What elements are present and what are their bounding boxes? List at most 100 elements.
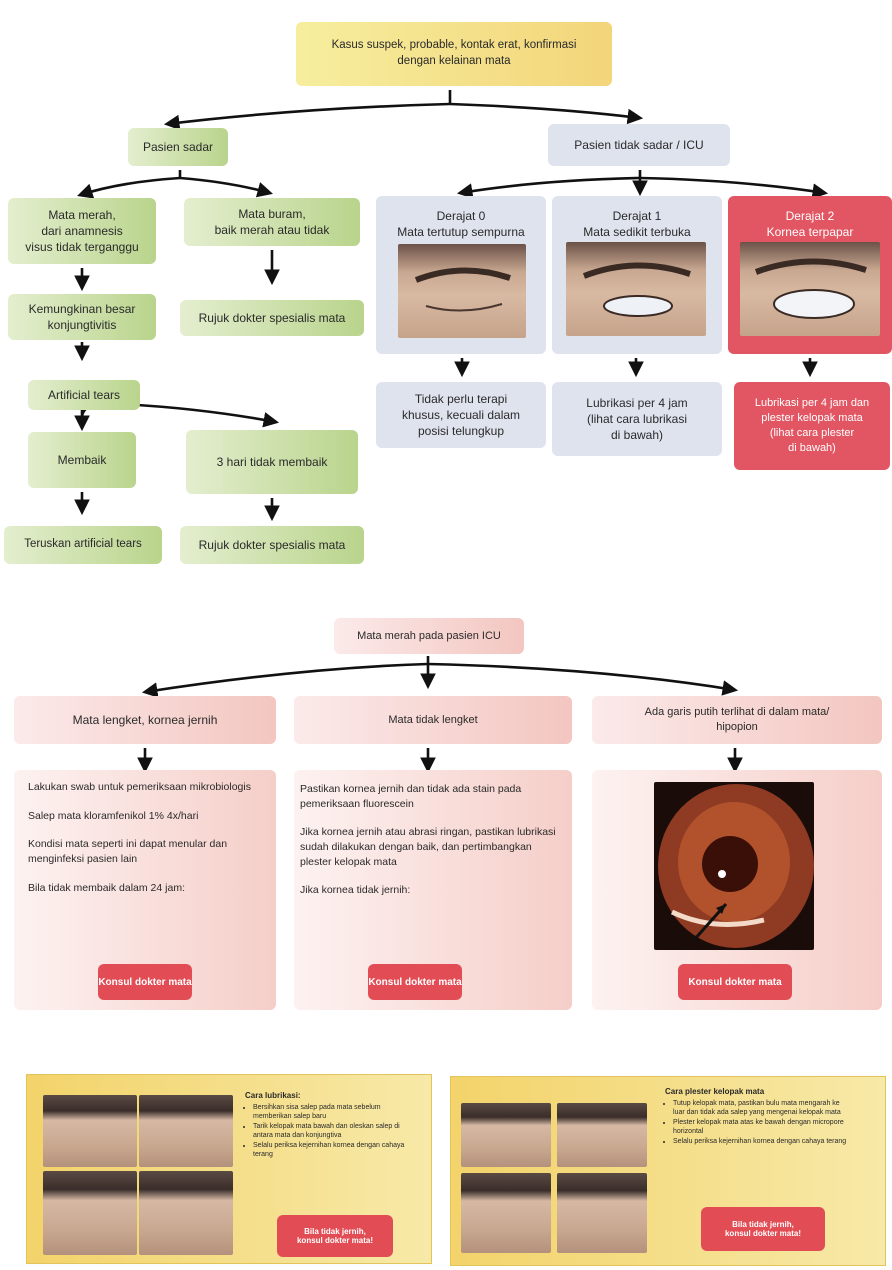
improve-box: Membaik [28,432,136,488]
lub-photo-2 [139,1095,233,1167]
action2-line-4: di bawah) [788,441,836,456]
action0-box: Tidak perlu terapi khusus, kecuali dalam… [376,382,546,448]
grade0-box: Derajat 0 Mata tertutup sempurna [376,196,546,354]
plaster-item-3: Selalu periksa kejernihan kornea dengan … [673,1137,849,1146]
unconscious-box: Pasien tidak sadar / ICU [548,124,730,166]
continue-tears-label: Teruskan artificial tears [24,537,142,553]
icu-col1-para-4: Bila tidak membaik dalam 24 jam: [28,881,260,896]
refer-specialist-box-2: Rujuk dokter spesialis mata [180,526,364,564]
improve-label: Membaik [58,452,107,468]
lub-warn-line-1: Bila tidak jernih, [304,1227,366,1236]
continue-tears-box: Teruskan artificial tears [4,526,162,564]
icu-header-label: Mata merah pada pasien ICU [357,629,501,644]
icu-col2-title: Mata tidak lengket [388,713,477,728]
plaster-photo-4 [557,1173,647,1253]
consult-button-3[interactable]: Konsul dokter mata [678,964,792,1000]
icu-col1-text: Lakukan swab untuk pemeriksaan mikrobiol… [28,780,260,909]
plaster-list: Tutup kelopak mata, pastikan bulu mata m… [665,1099,849,1146]
blurry-box: Mata buram, baik merah atau tidak [184,198,360,246]
artificial-tears-label: Artificial tears [48,387,120,403]
icu-col2-para-2: Jika kornea jernih atau abrasi ringan, p… [300,825,562,869]
plaster-item-1: Tutup kelopak mata, pastikan bulu mata m… [673,1099,849,1118]
icu-col3-title-box: Ada garis putih terlihat di dalam mata/ … [592,696,882,744]
lubrication-panel: Cara lubrikasi: Bersihkan sisa salep pad… [26,1074,432,1264]
plaster-warn-line-2: konsul dokter mata! [725,1229,801,1238]
closed-eye-icon [398,244,526,338]
lub-item-2: Tarik kelopak mata bawah dan oleskan sal… [253,1122,413,1141]
lub-item-3: Selalu periksa kejernihan kornea dengan … [253,1141,413,1160]
blurry-line-1: Mata buram, [238,206,305,222]
lub-item-1: Bersihkan sisa salep pada mata sebelum m… [253,1103,413,1122]
partly-open-eye-icon [566,242,706,336]
blurry-line-2: baik merah atau tidak [215,222,330,238]
unconscious-label: Pasien tidak sadar / ICU [574,137,703,153]
plaster-photo-2 [557,1103,647,1167]
icu-col1-title-box: Mata lengket, kornea jernih [14,696,276,744]
artificial-tears-box: Artificial tears [28,380,140,410]
no-improve-box: 3 hari tidak membaik [186,430,358,494]
grade1-box: Derajat 1 Mata sedikit terbuka [552,196,722,354]
action2-box: Lubrikasi per 4 jam dan plester kelopak … [734,382,890,470]
conscious-box: Pasien sadar [128,128,228,166]
icu-col1-title: Mata lengket, kornea jernih [73,712,218,728]
plaster-panel: Cara plester kelopak mata Tutup kelopak … [450,1076,886,1266]
plaster-item-2: Plester kelopak mata atas ke bawah denga… [673,1118,849,1137]
likely-conjunctivitis-box: Kemungkinan besar konjungtivitis [8,294,156,340]
refer-specialist-label-1: Rujuk dokter spesialis mata [199,310,346,326]
icu-col3-title-line-1: Ada garis putih terlihat di dalam mata/ [645,705,830,720]
lub-warning-button[interactable]: Bila tidak jernih, konsul dokter mata! [277,1215,393,1257]
action1-line-2: (lihat cara lubrikasi [587,411,687,427]
grade1-eye-photo [566,242,706,336]
action0-line-2: khusus, kecuali dalam [402,407,520,423]
action2-line-2: plester kelopak mata [761,411,863,426]
icu-col2-para-3: Jika kornea tidak jernih: [300,883,562,898]
refer-specialist-label-2: Rujuk dokter spesialis mata [199,537,346,553]
likely-line-2: konjungtivitis [48,317,117,333]
lub-title: Cara lubrikasi: [245,1091,301,1100]
icu-col1-para-2: Salep mata kloramfenikol 1% 4x/hari [28,809,260,824]
hypopyon-eye-photo [654,782,814,950]
grade2-box: Derajat 2 Kornea terpapar [728,196,892,354]
grade0-title: Derajat 0 [437,208,486,224]
icu-col2-para-1: Pastikan kornea jernih dan tidak ada sta… [300,782,562,811]
lub-warn-line-2: konsul dokter mata! [297,1236,373,1245]
consult-button-1[interactable]: Konsul dokter mata [98,964,192,1000]
hypopyon-eye-icon [654,782,814,950]
start-line-1: Kasus suspek, probable, kontak erat, kon… [332,38,577,54]
grade1-title: Derajat 1 [613,208,662,224]
icu-col2-title-box: Mata tidak lengket [294,696,572,744]
lub-photo-4 [139,1171,233,1255]
refer-specialist-box-1: Rujuk dokter spesialis mata [180,300,364,336]
lub-list: Bersihkan sisa salep pada mata sebelum m… [245,1103,413,1160]
red-eye-box: Mata merah, dari anamnesis visus tidak t… [8,198,156,264]
consult-button-2[interactable]: Konsul dokter mata [368,964,462,1000]
red-eye-line-3: visus tidak terganggu [25,239,138,255]
icu-col2-text: Pastikan kornea jernih dan tidak ada sta… [300,782,562,912]
red-eye-line-1: Mata merah, [48,207,115,223]
plaster-title: Cara plester kelopak mata [665,1087,764,1096]
grade2-eye-photo [740,242,880,336]
start-line-2: dengan kelainan mata [397,54,510,70]
red-eye-line-2: dari anamnesis [41,223,122,239]
conscious-label: Pasien sadar [143,139,213,155]
plaster-photo-3 [461,1173,551,1253]
lub-photo-1 [43,1095,137,1167]
grade0-sub: Mata tertutup sempurna [397,224,524,240]
plaster-warning-button[interactable]: Bila tidak jernih, konsul dokter mata! [701,1207,825,1251]
plaster-warn-line-1: Bila tidak jernih, [732,1220,794,1229]
action1-line-3: di bawah) [611,427,663,443]
grade1-sub: Mata sedikit terbuka [583,224,690,240]
icu-col3-title-line-2: hipopion [716,720,758,735]
action2-line-1: Lubrikasi per 4 jam dan [755,396,869,411]
exposed-cornea-eye-icon [740,242,880,336]
icu-col1-para-3: Kondisi mata seperti ini dapat menular d… [28,837,260,866]
grade0-eye-photo [398,244,526,338]
action2-line-3: (lihat cara plester [770,426,854,441]
action0-line-1: Tidak perlu terapi [415,391,507,407]
grade2-title: Derajat 2 [786,208,835,224]
icu-col1-para-1: Lakukan swab untuk pemeriksaan mikrobiol… [28,780,260,795]
action1-box: Lubrikasi per 4 jam (lihat cara lubrikas… [552,382,722,456]
no-improve-label: 3 hari tidak membaik [217,454,328,470]
plaster-photo-1 [461,1103,551,1167]
action0-line-3: posisi telungkup [418,423,504,439]
